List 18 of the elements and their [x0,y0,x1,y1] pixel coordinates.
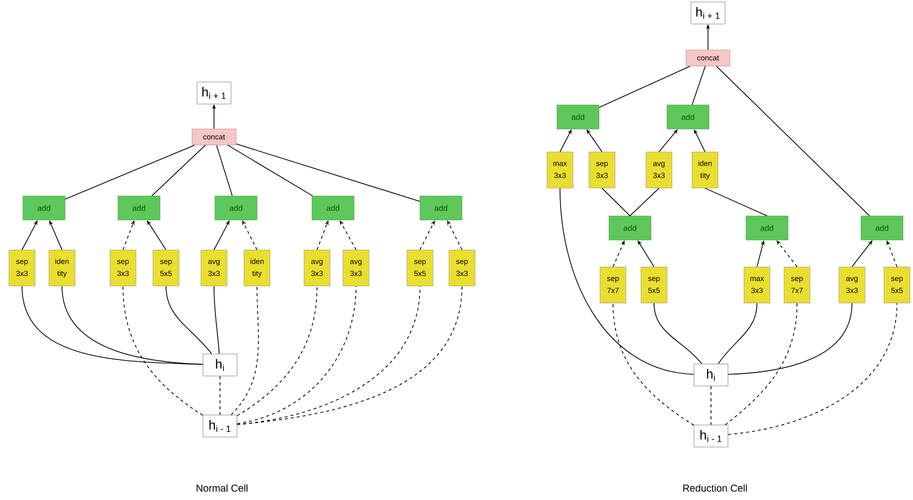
add-box: add [118,196,160,220]
add-box: add [214,196,258,220]
state-box: h$_{i}$ [202,354,238,376]
add-box: add [312,196,354,220]
add-box: add [746,216,788,240]
state-box: h$_{i - 1}$ [694,424,728,448]
cell-caption: Reduction Cell [683,484,747,492]
add-box: add [556,104,600,130]
state-box: h$_{i + 1}$ [196,82,232,104]
state-box: h$_{i + 1}$ [690,2,726,24]
add-box: add [22,196,66,220]
state-box: h$_{i - 1}$ [202,414,238,438]
state-box: h$_{i}$ [694,364,728,386]
cell-caption: Normal Cell [196,484,248,492]
add-box: add [608,216,652,240]
add-box: add [666,104,710,130]
add-box: add [860,216,904,240]
add-box: add [420,196,462,220]
